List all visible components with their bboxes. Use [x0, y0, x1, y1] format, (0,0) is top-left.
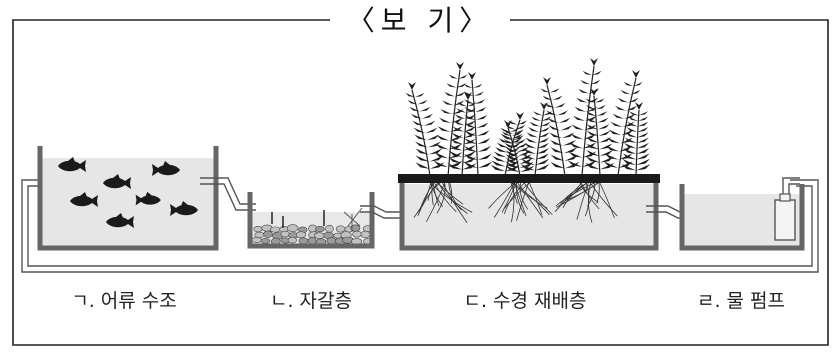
hydroponic-bed — [398, 58, 660, 251]
plant-roots — [413, 182, 618, 223]
box-title: 〈보 기〉 — [346, 4, 494, 37]
gravel-bed — [247, 192, 375, 249]
box-frame — [12, 19, 829, 346]
label-water-pump: ㄹ. 물 펌프 — [696, 290, 786, 312]
plant-foliage — [405, 58, 651, 177]
floating-raft — [398, 174, 660, 183]
label-fish-tank: ㄱ. 어류 수조 — [71, 290, 177, 312]
fish-tank — [37, 146, 219, 251]
label-gravel-bed: ㄴ. 자갈층 — [270, 290, 352, 312]
water-pump — [679, 177, 805, 251]
return-pipe — [21, 179, 819, 273]
label-hydroponic-bed: ㄷ. 수경 재배층 — [463, 290, 587, 312]
pump-icon — [774, 199, 796, 241]
pipe-gravel-to-hydro — [360, 205, 406, 213]
